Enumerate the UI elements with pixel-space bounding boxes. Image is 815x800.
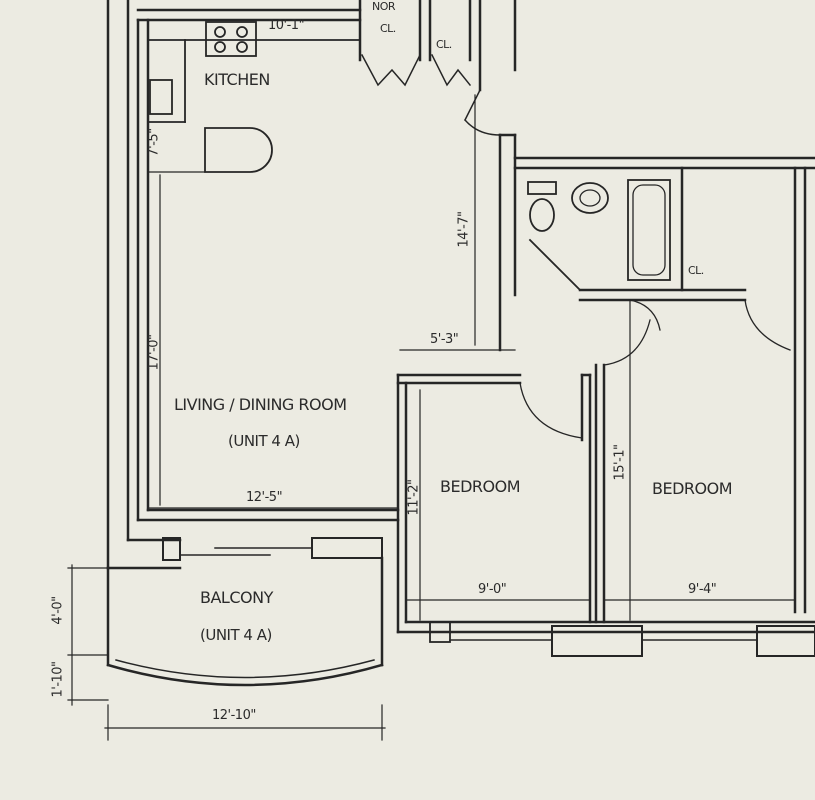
closet-doors: [360, 53, 472, 87]
bedroom2-width-dim: 9'-4": [688, 582, 717, 597]
closet-a-label: CL.: [380, 22, 396, 35]
closet-b-label: CL.: [436, 38, 452, 51]
bedroom1-walls: [396, 373, 592, 634]
balcony-curve-dim: 1'-10": [50, 661, 66, 698]
bedroom1-depth-dim: 11'-2": [406, 479, 422, 516]
balcony-outline: [106, 556, 384, 687]
bedroom2-label: BEDROOM: [652, 479, 733, 498]
west-exterior-wall: [106, 0, 182, 570]
hall-width-dim: 5'-3": [430, 332, 459, 347]
bathroom-door: [629, 299, 661, 331]
kitchen-island: [204, 127, 273, 173]
bedroom1-label: BEDROOM: [440, 477, 521, 496]
living-room-unit-label: (UNIT 4 A): [228, 432, 300, 450]
hallway-east-wall: [463, 88, 517, 352]
bedroom2-depth-dim: 15'-1": [612, 444, 628, 481]
balcony-depth-dim: 4'-0": [50, 596, 66, 625]
living-width-dim: 12'-5": [246, 490, 283, 505]
kitchen-width-dim: 10'-1": [268, 18, 305, 33]
kitchen-label: KITCHEN: [204, 70, 270, 89]
bedroom1-width-dim: 9'-0": [478, 582, 507, 597]
balcony-width-dim: 12'-10": [212, 708, 256, 723]
balcony-label: BALCONY: [200, 588, 273, 607]
balcony-unit-label: (UNIT 4 A): [200, 626, 272, 644]
dimension-lines: [67, 94, 796, 741]
living-south-wall: [136, 508, 400, 561]
kitchen-counter: [147, 21, 361, 123]
linen-closet-label: NOR: [372, 0, 396, 13]
bedroom2-walls: [594, 166, 807, 624]
living-depth-dim: 17'-0": [146, 334, 162, 371]
north-wall: [136, 0, 517, 92]
living-room-label: LIVING / DINING ROOM: [174, 395, 347, 414]
bathroom: [513, 156, 815, 302]
closet-c-label: CL.: [688, 264, 704, 277]
closet-c-door: [744, 299, 791, 351]
kitchen-depth-dim: 7'-5": [146, 128, 162, 157]
south-wall: [396, 620, 815, 657]
hall-depth-dim: 14'-7": [456, 211, 472, 248]
